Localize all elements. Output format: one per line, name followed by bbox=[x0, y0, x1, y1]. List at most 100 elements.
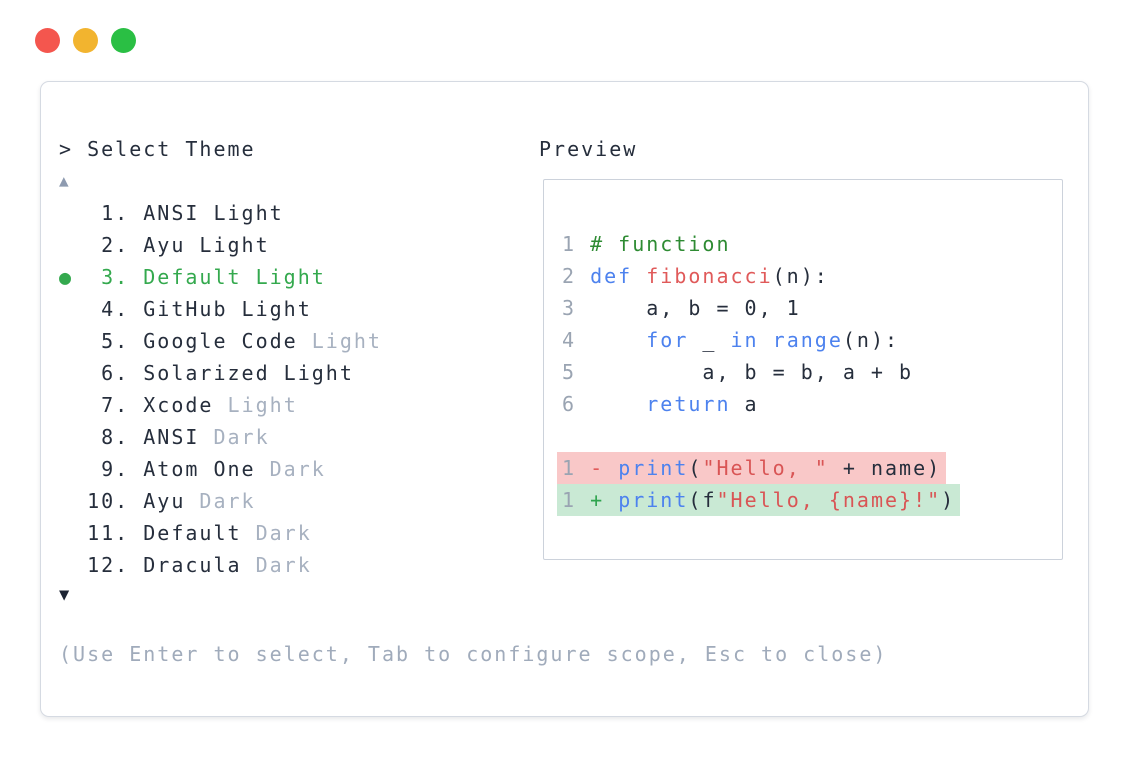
code-segment-ln: 1 bbox=[562, 488, 577, 512]
theme-name-variant: Dark bbox=[241, 521, 312, 545]
theme-number: 6. bbox=[87, 361, 144, 385]
code-segment-pl bbox=[759, 328, 773, 352]
theme-picker-panel: > Select Theme Preview ▲ 1. ANSI Light 2… bbox=[40, 81, 1089, 717]
code-line: 4 for _ in range(n): bbox=[562, 324, 960, 356]
theme-list-item[interactable]: 2. Ayu Light bbox=[59, 229, 382, 261]
code-segment-kw: in bbox=[730, 328, 759, 352]
code-line: 5 a, b = b, a + b bbox=[562, 356, 960, 388]
theme-name: Ayu Light bbox=[143, 233, 270, 257]
code-segment-pl bbox=[632, 264, 646, 288]
theme-name-variant: Dark bbox=[241, 553, 312, 577]
marker-spacer bbox=[59, 329, 87, 353]
code-segment-kw: def bbox=[590, 264, 633, 288]
code-segment-com: # function bbox=[590, 232, 731, 256]
scroll-up-icon[interactable]: ▲ bbox=[59, 171, 71, 190]
theme-number: 5. bbox=[87, 329, 144, 353]
theme-name: Atom One bbox=[143, 457, 256, 481]
theme-number: 11. bbox=[87, 521, 144, 545]
traffic-light-zoom-button[interactable] bbox=[111, 28, 136, 53]
marker-spacer bbox=[59, 521, 87, 545]
theme-number: 3. bbox=[87, 265, 144, 289]
theme-name: ANSI bbox=[143, 425, 200, 449]
code-segment-fn: fibonacci bbox=[646, 264, 773, 288]
code-segment-pl bbox=[576, 456, 590, 480]
theme-number: 10. bbox=[87, 489, 144, 513]
code-segment-pl bbox=[604, 488, 618, 512]
theme-number: 2. bbox=[87, 233, 144, 257]
theme-name: Dracula bbox=[143, 553, 242, 577]
code-segment-pl bbox=[604, 456, 618, 480]
code-segment-kw: for bbox=[646, 328, 689, 352]
marker-spacer bbox=[59, 425, 87, 449]
theme-name-variant: Light bbox=[297, 329, 382, 353]
marker-spacer bbox=[59, 233, 87, 257]
theme-name: Default bbox=[143, 521, 242, 545]
code-segment-ln: 1 bbox=[562, 232, 577, 256]
code-segment-pl: ( bbox=[688, 456, 703, 480]
preview-title: Preview bbox=[539, 137, 638, 161]
theme-name: GitHub Light bbox=[143, 297, 312, 321]
theme-name: Google Code bbox=[143, 329, 298, 353]
scroll-down-icon[interactable]: ▼ bbox=[59, 585, 72, 605]
theme-list-item[interactable]: 4. GitHub Light bbox=[59, 293, 382, 325]
marker-spacer bbox=[59, 489, 87, 513]
code-segment-ln: 5 bbox=[562, 360, 577, 384]
code-segment-kw: print bbox=[618, 456, 689, 480]
theme-list: 1. ANSI Light 2. Ayu Light● 3. Default L… bbox=[59, 197, 382, 581]
theme-name-variant: Light bbox=[213, 393, 298, 417]
traffic-light-minimize-button[interactable] bbox=[73, 28, 98, 53]
theme-list-item[interactable]: 12. Dracula Dark bbox=[59, 549, 382, 581]
theme-list-item[interactable]: ● 3. Default Light bbox=[59, 261, 382, 293]
marker-spacer bbox=[59, 393, 87, 417]
theme-name: Xcode bbox=[143, 393, 214, 417]
theme-list-item[interactable]: 8. ANSI Dark bbox=[59, 421, 382, 453]
code-segment-pl: ) bbox=[941, 488, 956, 512]
marker-spacer bbox=[59, 297, 87, 321]
theme-list-item[interactable]: 5. Google Code Light bbox=[59, 325, 382, 357]
code-segment-pl bbox=[576, 488, 590, 512]
traffic-light-close-button[interactable] bbox=[35, 28, 60, 53]
code-segment-ln: 4 bbox=[562, 328, 577, 352]
theme-list-item[interactable]: 10. Ayu Dark bbox=[59, 485, 382, 517]
theme-name: Ayu bbox=[143, 489, 186, 513]
theme-list-item[interactable]: 9. Atom One Dark bbox=[59, 453, 382, 485]
theme-list-item[interactable]: 11. Default Dark bbox=[59, 517, 382, 549]
theme-list-item[interactable]: 7. Xcode Light bbox=[59, 389, 382, 421]
code-segment-pl: a bbox=[730, 392, 759, 416]
theme-number: 1. bbox=[87, 201, 144, 225]
code-segment-pl: (f bbox=[688, 488, 717, 512]
code-segment-pl bbox=[576, 264, 590, 288]
theme-name-variant: Dark bbox=[185, 489, 256, 513]
code-segment-pl: (n): bbox=[772, 264, 829, 288]
theme-number: 9. bbox=[87, 457, 144, 481]
theme-name-variant: Dark bbox=[199, 425, 270, 449]
code-segment-ln: 2 bbox=[562, 264, 577, 288]
theme-list-item[interactable]: 1. ANSI Light bbox=[59, 197, 382, 229]
code-segment-ln: 6 bbox=[562, 392, 577, 416]
theme-list-item[interactable]: 6. Solarized Light bbox=[59, 357, 382, 389]
code-segment-pl: (n): bbox=[842, 328, 900, 352]
code-line: 3 a, b = 0, 1 bbox=[562, 292, 960, 324]
code-segment-pl: a, b = 0, 1 bbox=[576, 296, 801, 320]
theme-name: Solarized Light bbox=[143, 361, 354, 385]
code-segment-kw: return bbox=[646, 392, 731, 416]
code-segment-str: "Hello, " bbox=[702, 456, 829, 480]
marker-spacer bbox=[59, 553, 87, 577]
theme-name: Default Light bbox=[143, 265, 326, 289]
window-controls bbox=[35, 28, 136, 53]
code-segment-pl bbox=[576, 392, 646, 416]
theme-number: 4. bbox=[87, 297, 144, 321]
theme-number: 7. bbox=[87, 393, 144, 417]
selected-indicator-icon: ● bbox=[59, 265, 88, 289]
theme-name-variant: Dark bbox=[255, 457, 326, 481]
marker-spacer bbox=[59, 201, 87, 225]
code-segment-ln: 3 bbox=[562, 296, 577, 320]
code-line: 6 return a bbox=[562, 388, 960, 420]
code-line bbox=[562, 420, 960, 452]
code-line: 1 # function bbox=[562, 228, 960, 260]
diff-highlight: 1 + print(f"Hello, {name}!") bbox=[557, 484, 961, 516]
code-segment-kw: range bbox=[772, 328, 843, 352]
code-segment-pl bbox=[576, 328, 646, 352]
